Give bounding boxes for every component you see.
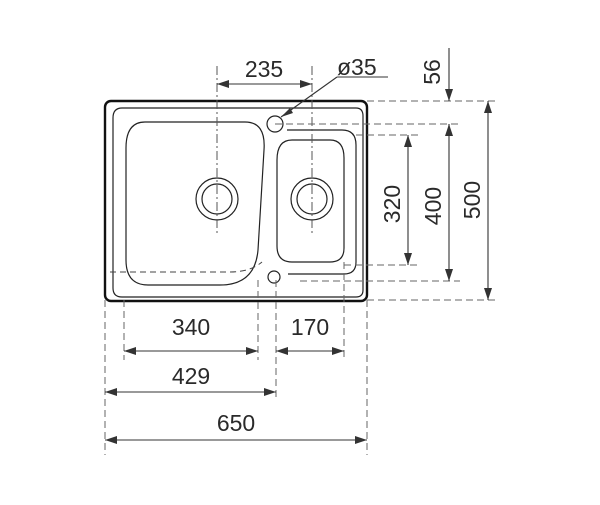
dim-320: 320 xyxy=(379,185,405,223)
sink-body xyxy=(103,99,369,303)
horizontal-dimensions: 235 ø35 340 170 429 650 xyxy=(105,54,388,444)
sink-inner-rim xyxy=(112,107,364,298)
dim-650: 650 xyxy=(217,410,255,436)
sink-outer-edge xyxy=(103,99,369,303)
overflow-icon xyxy=(267,270,281,284)
dim-400: 400 xyxy=(420,187,446,225)
big-bowl-flat-outline xyxy=(110,261,263,273)
dim-170: 170 xyxy=(291,314,329,340)
dim-235: 235 xyxy=(245,56,283,82)
tap-hole-icon xyxy=(266,115,284,133)
dim-340: 340 xyxy=(172,314,210,340)
small-bowl-outline xyxy=(276,139,345,263)
dim-429: 429 xyxy=(172,363,210,389)
dim-56: 56 xyxy=(419,59,445,85)
small-bowl-rim xyxy=(287,129,357,275)
dim-500: 500 xyxy=(459,181,485,219)
dim-tap-diameter: ø35 xyxy=(337,54,377,80)
vertical-dimensions: 56 320 400 500 xyxy=(379,48,492,300)
reference-lines xyxy=(104,66,497,455)
big-bowl-outline xyxy=(125,121,265,286)
